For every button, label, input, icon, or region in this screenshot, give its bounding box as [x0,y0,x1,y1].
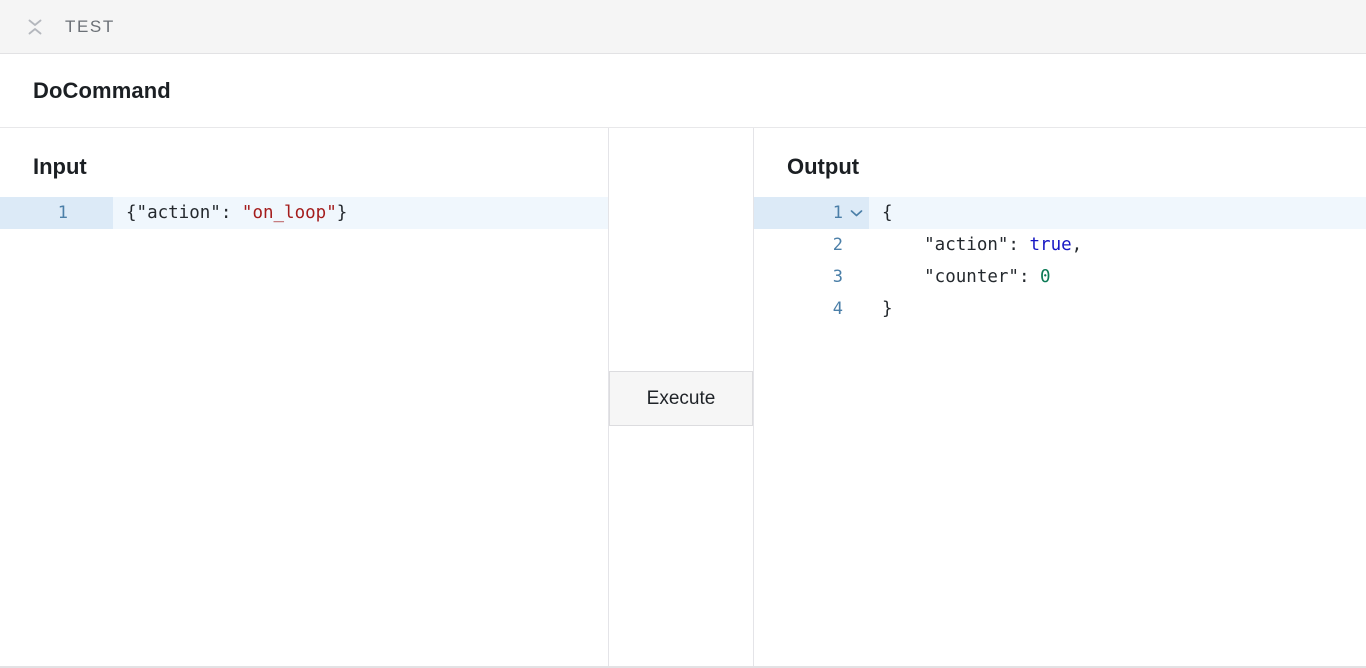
collapse-chevrons-icon[interactable] [26,18,44,36]
output-code-text[interactable]: "action": true, [869,229,1366,261]
input-code-line[interactable]: 1 {"action": "on_loop"} [0,197,608,229]
output-heading: Output [754,128,1366,168]
editor-panes: Input 1 {"action": "on_loop"} Execute Ou… [0,128,1366,667]
test-label: TEST [65,17,115,37]
output-line-number: 3 [784,261,843,293]
output-line-number: 1 [784,197,843,229]
output-line-gutter: 1 [754,197,869,229]
output-code-line[interactable]: 2 "action": true, [754,229,1366,261]
output-line-number: 2 [784,229,843,261]
output-editor[interactable]: 1 { 2 "action": true, [754,197,1366,325]
output-token-number: 0 [1040,261,1051,293]
output-code-line[interactable]: 3 "counter": 0 [754,261,1366,293]
test-bar: TEST [0,0,1366,54]
execute-button-wrap: Execute [609,371,753,426]
command-header: DoCommand [0,54,1366,128]
input-line-gutter: 1 [0,197,113,229]
output-pane: Output 1 { 2 "action": [754,128,1366,666]
output-token-key: "action": [882,229,1030,261]
input-token-key: {"action": [126,197,242,229]
input-line-number: 1 [0,197,113,229]
input-editor[interactable]: 1 {"action": "on_loop"} [0,197,608,229]
output-token-key: "counter": [882,261,1040,293]
output-line-gutter: 2 [754,229,869,261]
input-pane: Input 1 {"action": "on_loop"} [0,128,609,666]
input-code-text[interactable]: {"action": "on_loop"} [113,197,608,229]
execute-button[interactable]: Execute [609,371,753,426]
input-heading: Input [0,128,608,168]
output-code-text[interactable]: { [869,197,1366,229]
output-line-number: 4 [784,293,843,325]
input-token-brace: } [337,197,348,229]
output-line-gutter: 3 [754,261,869,293]
command-title: DoCommand [33,78,171,104]
output-code-text[interactable]: "counter": 0 [869,261,1366,293]
output-code-text[interactable]: } [869,293,1366,325]
output-token-boolean: true [1030,229,1072,261]
output-code-line[interactable]: 4 } [754,293,1366,325]
chevron-down-icon[interactable] [843,209,869,217]
action-pane: Execute [609,128,754,666]
output-code-line[interactable]: 1 { [754,197,1366,229]
output-token-comma: , [1072,229,1083,261]
output-line-gutter: 4 [754,293,869,325]
input-token-string: "on_loop" [242,197,337,229]
